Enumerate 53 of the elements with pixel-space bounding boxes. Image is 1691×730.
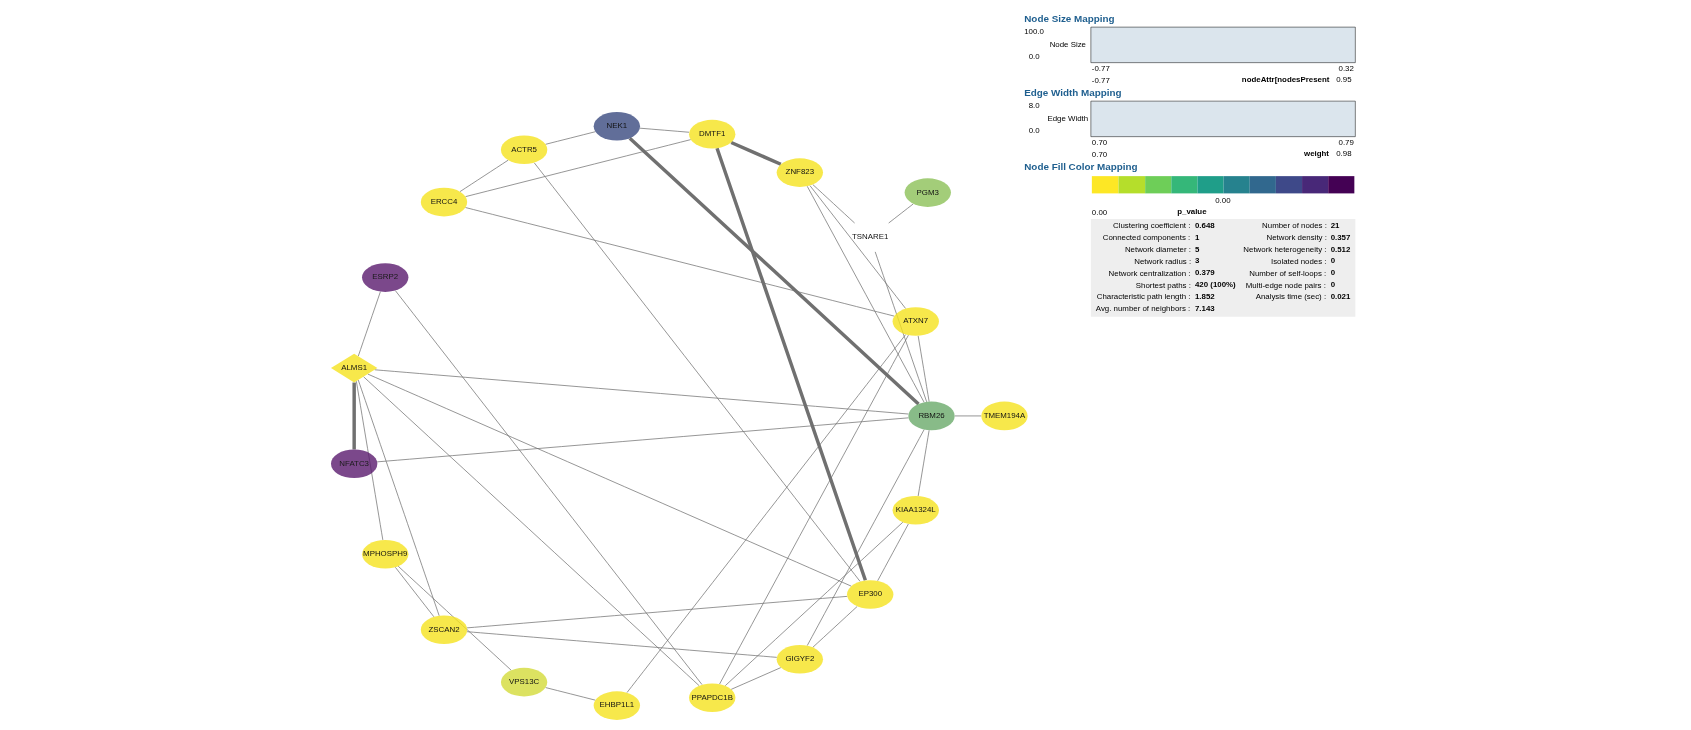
label: 0.379 xyxy=(1194,268,1215,278)
label: weight xyxy=(1304,149,1329,159)
label: Shortest paths : xyxy=(1135,280,1191,290)
label: 21 xyxy=(1330,220,1340,230)
label: Connected components : xyxy=(1102,233,1191,243)
label: Network density : xyxy=(1266,233,1327,243)
label: 0.95 xyxy=(1336,75,1352,85)
label: -0.77 xyxy=(1091,75,1110,85)
label: 0 xyxy=(1330,268,1336,278)
label: 0 xyxy=(1330,256,1336,266)
label: 0.98 xyxy=(1336,149,1352,159)
label: 1.852 xyxy=(1194,291,1215,301)
label: Number of nodes : xyxy=(1262,221,1327,231)
label: -0.77 xyxy=(1091,63,1110,73)
label: Isolated nodes : xyxy=(1270,256,1327,266)
label: Edge Width Mapping xyxy=(1024,86,1122,98)
label: Node Fill Color Mapping xyxy=(1024,160,1138,172)
label: 0.021 xyxy=(1330,291,1351,301)
label: 0.70 xyxy=(1091,137,1108,147)
label: Node Size xyxy=(1049,39,1087,49)
label: Analysis time (sec) : xyxy=(1255,292,1327,302)
label: 0.32 xyxy=(1338,63,1354,73)
label: 100.0 xyxy=(1024,27,1044,37)
label: 5 xyxy=(1194,244,1200,254)
label: Characteristic path length : xyxy=(1096,292,1191,302)
label: 0.79 xyxy=(1338,137,1354,147)
label: 8.0 xyxy=(1028,101,1040,111)
label: 3 xyxy=(1194,256,1200,266)
label: 0.70 xyxy=(1091,149,1108,159)
label: Avg. number of neighbors : xyxy=(1095,304,1191,314)
label: 420 (100%) xyxy=(1194,280,1236,290)
label: Clustering coefficient : xyxy=(1113,221,1191,231)
label: 0.0 xyxy=(1028,126,1040,136)
label: Network heterogeneity : xyxy=(1243,245,1327,255)
label: 7.143 xyxy=(1194,303,1215,313)
label: Network diameter : xyxy=(1124,245,1191,255)
label: 1 xyxy=(1194,232,1200,242)
label: 0.512 xyxy=(1330,244,1351,254)
label: Edge Width xyxy=(1047,113,1089,123)
label: 0.00 xyxy=(1091,207,1108,217)
label: 0.648 xyxy=(1194,220,1215,230)
label: Network centralization : xyxy=(1108,268,1191,278)
label: 0.0 xyxy=(1028,52,1040,62)
label: 0.00 xyxy=(1215,195,1231,205)
label: Multi-edge node pairs : xyxy=(1245,280,1326,290)
label: Network radius : xyxy=(1134,256,1192,266)
label: 0.357 xyxy=(1330,232,1351,242)
label: Node Size Mapping xyxy=(1024,12,1115,24)
label: Number of self-loops : xyxy=(1249,268,1327,278)
node-text: TSNARE1 xyxy=(852,232,889,242)
label: nodeAttr[nodesPresent xyxy=(1241,75,1330,85)
label: p_value xyxy=(1177,207,1207,217)
label: 0 xyxy=(1330,280,1336,290)
